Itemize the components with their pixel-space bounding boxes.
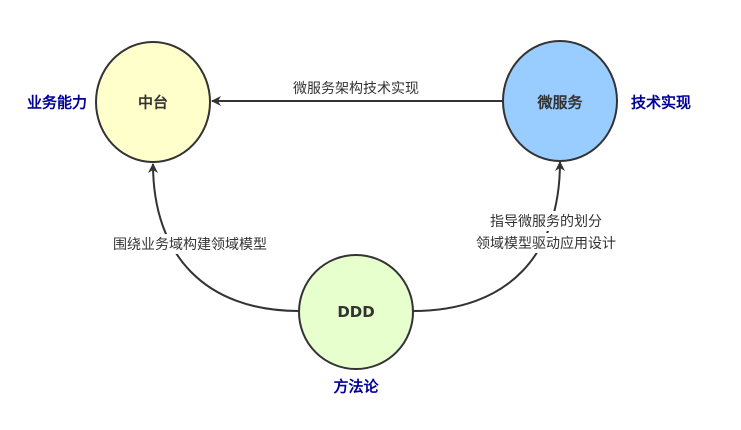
node-ddd[interactable]	[298, 254, 414, 370]
side-label-tech-implementation: 技术实现	[630, 93, 692, 112]
edge-ddd-to-zhongtai	[148, 163, 300, 312]
edge-ddd-to-microservice	[412, 161, 565, 312]
edge-label-microservice-architecture: 微服务架构技术实现	[293, 81, 419, 97]
edge-label-model-driven-design: 领域模型驱动应用设计	[474, 233, 618, 253]
side-label-methodology: 方法论	[333, 377, 379, 396]
side-label-business-capability: 业务能力	[26, 93, 88, 112]
edge-label-domain-model: 围绕业务域构建领域模型	[111, 234, 269, 254]
edge-label-guide-division: 指导微服务的划分	[488, 211, 604, 231]
node-microservice-label: 微服务	[537, 93, 583, 112]
node-zhongtai-label: 中台	[137, 93, 169, 112]
node-ddd-label: DDD	[337, 303, 375, 321]
node-zhongtai[interactable]	[95, 41, 211, 163]
node-microservice[interactable]	[502, 40, 618, 162]
